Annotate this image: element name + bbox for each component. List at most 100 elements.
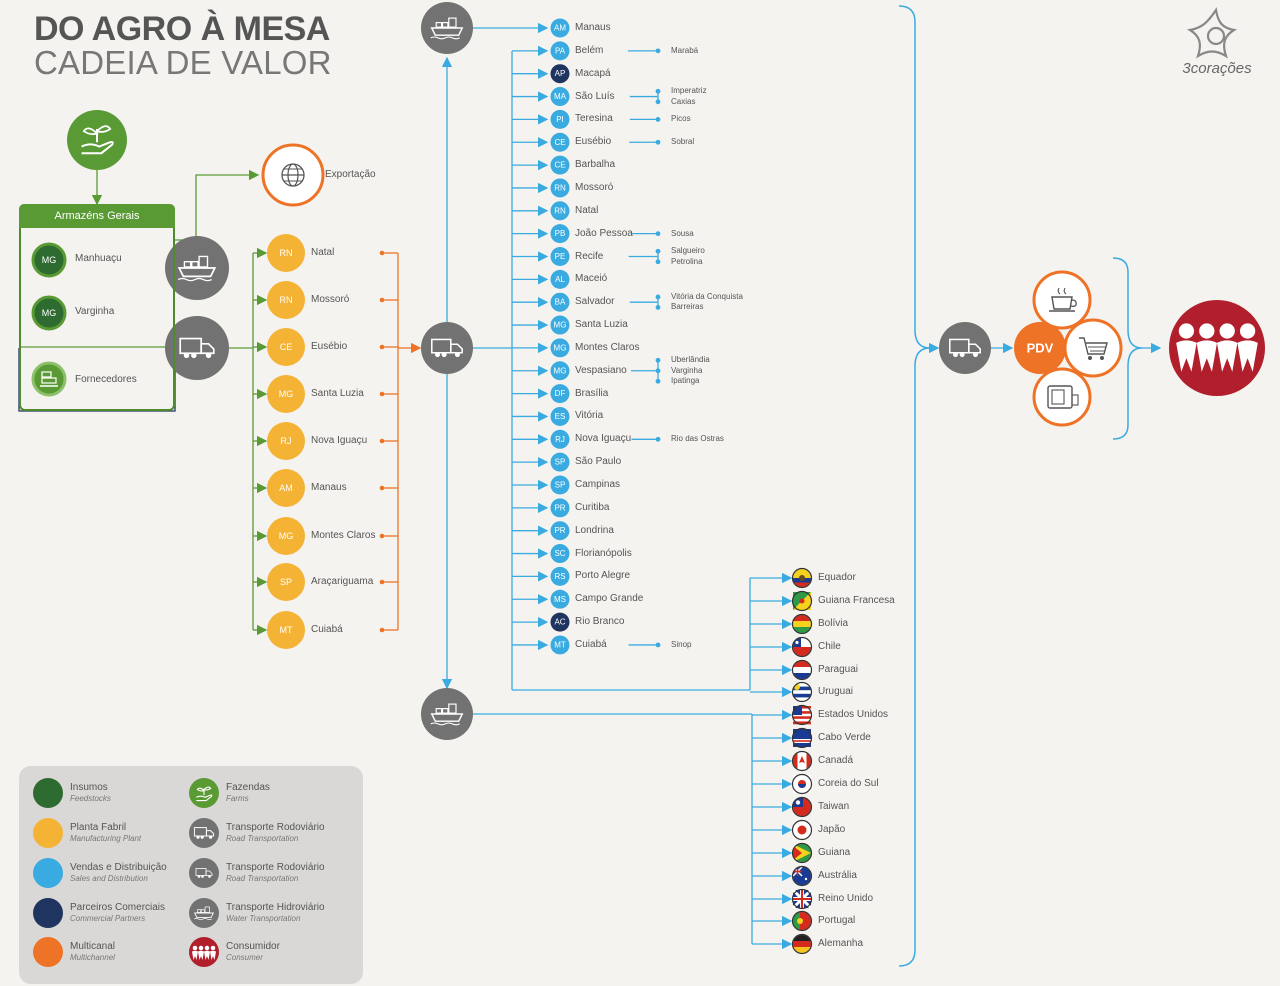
distribution-badge-text: MS bbox=[554, 595, 566, 604]
distribution-badge bbox=[550, 589, 570, 609]
collect-bracket bbox=[898, 5, 931, 967]
ship-icon bbox=[430, 17, 464, 40]
truck-icon bbox=[189, 818, 219, 848]
sub-city-label: Salgueiro bbox=[671, 246, 705, 256]
distribution-badge-text: SP bbox=[555, 481, 566, 490]
country-label: Reino Unido bbox=[818, 893, 874, 904]
distribution-badge bbox=[550, 612, 570, 632]
distribution-label: Teresina bbox=[575, 113, 613, 125]
legend-title: Planta Fabril bbox=[70, 822, 127, 833]
ship-icon bbox=[430, 703, 464, 726]
sub-dot bbox=[655, 368, 661, 374]
flag-icon bbox=[791, 681, 813, 703]
country-label: Portugal bbox=[818, 915, 856, 926]
plant-badge-text: RJ bbox=[281, 436, 292, 446]
ship-icon bbox=[193, 906, 215, 920]
plant-badge bbox=[267, 281, 305, 319]
warehouse-to-export-line bbox=[175, 169, 260, 241]
distribution-badge-text: CE bbox=[554, 138, 565, 147]
plant-badge-text: CE bbox=[280, 342, 293, 352]
small-truck-icon bbox=[195, 868, 213, 878]
warehouse-manhuacu-badge bbox=[31, 242, 67, 278]
supplier-truck-node bbox=[165, 316, 229, 380]
distribution-badge bbox=[550, 201, 570, 221]
small-truck-icon bbox=[195, 868, 213, 878]
plant-label: Montes Claros bbox=[311, 530, 376, 541]
flag-icon bbox=[791, 750, 813, 772]
distribution-label: Vespasiano bbox=[575, 364, 627, 376]
distribution-badge bbox=[550, 521, 570, 541]
country-label: Taiwan bbox=[818, 801, 850, 812]
warehouse-varginha-badge-text: MG bbox=[42, 308, 57, 318]
distribution-label: Manaus bbox=[575, 22, 611, 33]
distribution-badge bbox=[550, 41, 570, 61]
flag-icon bbox=[791, 727, 813, 749]
distribution-label: Nova Iguaçu bbox=[575, 433, 632, 445]
plant-badge-text: RN bbox=[280, 248, 293, 258]
country-label: Japão bbox=[818, 824, 846, 835]
warehouse-manhuacu-badge-text: MG bbox=[42, 255, 57, 265]
distribution-badge bbox=[550, 429, 570, 449]
flag-icon bbox=[791, 704, 813, 726]
plant-badge bbox=[267, 422, 305, 460]
sub-dot bbox=[655, 248, 661, 254]
legend-swatch bbox=[33, 858, 63, 888]
people-icon bbox=[1176, 323, 1258, 372]
legend-title: Transporte Rodoviário bbox=[226, 822, 325, 833]
distribution-badge bbox=[550, 155, 570, 175]
legend-title: Vendas e Distribuição bbox=[70, 862, 167, 873]
plant-hand-icon bbox=[189, 778, 219, 808]
distribution-label: Campo Grande bbox=[575, 593, 644, 605]
country-label: Alemanha bbox=[818, 938, 864, 949]
sub-city-label: Varginha bbox=[671, 365, 703, 375]
legend-title: Transporte Rodoviário bbox=[226, 862, 325, 873]
distribution-badge-text: RN bbox=[554, 183, 566, 192]
distribution-label: Brasília bbox=[575, 387, 609, 399]
plant-label: Eusébio bbox=[311, 341, 348, 352]
distribution-badge bbox=[550, 406, 570, 426]
legend-title: Transporte Hidroviário bbox=[226, 902, 325, 913]
flag-icon bbox=[791, 613, 813, 635]
distribution-badge bbox=[550, 132, 570, 152]
country-label: Coreia do Sul bbox=[818, 778, 879, 789]
legend-subtitle: Farms bbox=[226, 794, 249, 803]
plant-badge-text: SP bbox=[280, 577, 292, 587]
box-stack-icon bbox=[40, 371, 58, 387]
truck-icon bbox=[179, 337, 215, 359]
country-label: Bolívia bbox=[818, 618, 849, 629]
plant-label: Santa Luzia bbox=[311, 388, 364, 399]
distribution-badge-text: RN bbox=[554, 206, 566, 215]
sub-dot bbox=[655, 642, 661, 648]
sub-dot bbox=[655, 357, 661, 363]
plant-badge bbox=[267, 611, 305, 649]
distribution-badge-text: MG bbox=[554, 343, 567, 352]
distribution-badge bbox=[550, 178, 570, 198]
distribution-label: São Luís bbox=[575, 90, 615, 102]
flag-icon bbox=[791, 842, 813, 864]
flag-icon bbox=[791, 590, 813, 612]
plant-badge bbox=[267, 375, 305, 413]
distribution-badge-text: MA bbox=[554, 92, 567, 101]
country-label: Guiana Francesa bbox=[818, 595, 895, 606]
plant-label: Manaus bbox=[311, 482, 347, 493]
legend-subtitle: Multichannel bbox=[70, 953, 115, 962]
sub-dot bbox=[655, 259, 661, 265]
sub-city-label: Ipatinga bbox=[671, 376, 700, 386]
flag-icon bbox=[791, 865, 813, 887]
flag-icon bbox=[791, 636, 813, 658]
sub-dot bbox=[655, 88, 661, 94]
distribution-badge bbox=[550, 18, 570, 38]
sub-dot bbox=[655, 294, 661, 300]
plant-label: Natal bbox=[311, 247, 335, 258]
distribution-badge bbox=[550, 498, 570, 518]
distribution-label: Florianópolis bbox=[575, 547, 632, 559]
warehouse-varginha-badge bbox=[31, 295, 67, 331]
legend-subtitle: Water Transportation bbox=[226, 914, 301, 923]
country-label: Paraguai bbox=[818, 664, 859, 675]
distribution-label: Santa Luzia bbox=[575, 319, 628, 331]
distribution-badge-text: CE bbox=[554, 161, 565, 170]
distribution-badge-text: AC bbox=[554, 618, 565, 627]
distribution-badge bbox=[550, 338, 570, 358]
